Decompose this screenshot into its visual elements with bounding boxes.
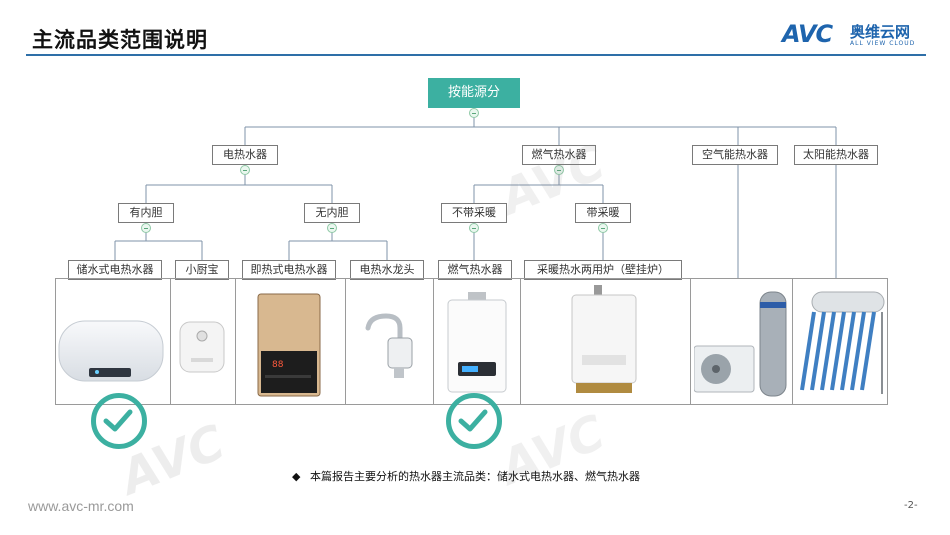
collapse-icon[interactable] (141, 223, 151, 233)
node-without-heating[interactable]: 不带采暖 (441, 203, 507, 223)
gas-water-heater-image (447, 292, 507, 393)
solar-water-heater-image (800, 291, 885, 394)
instant-electric-water-heater-image: 88 (257, 293, 321, 397)
collapse-icon[interactable] (598, 223, 608, 233)
title-divider (26, 54, 926, 56)
page-title: 主流品类范围说明 (32, 28, 208, 52)
node-wall-hung-boiler[interactable]: 采暖热水两用炉（壁挂炉） (524, 260, 682, 280)
node-small-kitchen-heater[interactable]: 小厨宝 (175, 260, 229, 280)
check-icon (446, 393, 502, 449)
summary-note: ◆ 本篇报告主要分析的热水器主流品类：储水式电热水器、燃气热水器 (292, 468, 640, 484)
check-icon (91, 393, 147, 449)
collapse-icon[interactable] (554, 165, 564, 175)
node-solar-water-heater[interactable]: 太阳能热水器 (794, 145, 878, 165)
page-number: -2- (904, 500, 918, 511)
node-gas-heater-sub[interactable]: 燃气热水器 (438, 260, 512, 280)
node-gas-water-heater[interactable]: 燃气热水器 (522, 145, 596, 165)
logo-en-text: ALL VIEW CLOUD (850, 40, 916, 47)
image-cell-divider (792, 278, 793, 405)
node-with-tank[interactable]: 有内胆 (118, 203, 174, 223)
node-storage-electric[interactable]: 储水式电热水器 (68, 260, 162, 280)
logo-avc-text: AVC (782, 20, 833, 48)
node-tankless[interactable]: 无内胆 (304, 203, 360, 223)
image-cell-divider (690, 278, 691, 405)
storage-electric-water-heater-image (58, 320, 164, 382)
node-instant-electric[interactable]: 即热式电热水器 (242, 260, 336, 280)
avc-logo: AVC 奥维云网 ALL VIEW CLOUD (782, 20, 932, 50)
image-cell-divider (345, 278, 346, 405)
small-kitchen-water-heater-image (179, 321, 225, 373)
node-electric-faucet[interactable]: 电热水龙头 (350, 260, 424, 280)
node-air-source-water-heater[interactable]: 空气能热水器 (692, 145, 778, 165)
tree-root-node[interactable]: 按能源分 (428, 78, 520, 108)
image-cell-divider (170, 278, 171, 405)
electric-faucet-heater-image (365, 313, 413, 378)
node-electric-water-heater[interactable]: 电热水器 (212, 145, 278, 165)
collapse-icon[interactable] (327, 223, 337, 233)
footer-url[interactable]: www.avc-mr.com (28, 498, 134, 514)
collapse-icon[interactable] (469, 223, 479, 233)
svg-text:88: 88 (272, 360, 284, 370)
collapse-icon[interactable] (240, 165, 250, 175)
image-cell-divider (235, 278, 236, 405)
image-cell-divider (433, 278, 434, 405)
air-source-heat-pump-image (694, 291, 787, 397)
logo-cn-text: 奥维云网 (850, 23, 911, 41)
node-with-heating[interactable]: 带采暖 (575, 203, 631, 223)
wall-hung-boiler-image (571, 285, 637, 393)
image-cell-divider (520, 278, 521, 405)
summary-note-text: 本篇报告主要分析的热水器主流品类：储水式电热水器、燃气热水器 (309, 470, 640, 483)
bullet-icon: ◆ (292, 470, 301, 483)
collapse-icon[interactable] (469, 108, 479, 118)
